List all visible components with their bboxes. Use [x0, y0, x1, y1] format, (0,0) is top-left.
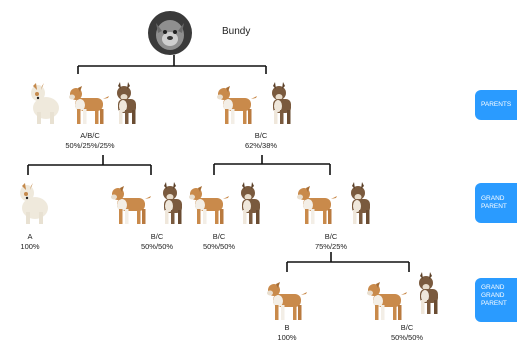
node-label-types: A/B/C — [80, 131, 100, 140]
dog-a-icon — [20, 183, 48, 224]
dog-c-icon — [419, 272, 438, 314]
dog-c-icon — [117, 82, 136, 124]
node-gp-4: B/C 75%/25% — [296, 232, 366, 252]
node-label-types: B/C — [212, 232, 226, 241]
dog-c-icon — [272, 82, 291, 124]
dog-b-icon — [297, 186, 337, 224]
bundy-photo — [148, 11, 192, 55]
node-label-percent: 50%/50% — [202, 242, 236, 251]
node-ggp-2: B/C 50%/50% — [372, 323, 442, 343]
node-parent-left: A/B/C 50%/25%/25% — [50, 131, 130, 151]
great-grandparent-button[interactable]: GRAND GRAND PARENT — [475, 278, 517, 322]
node-ggp-1: B 100% — [262, 323, 312, 343]
node-label-percent: 50%/50% — [140, 242, 174, 251]
node-parent-right: B/C 62%/38% — [226, 131, 296, 151]
node-label-percent: 50%/50% — [390, 333, 424, 342]
grandparent-button[interactable]: GRAND PARENT — [475, 183, 517, 223]
node-label-percent: 100% — [277, 333, 297, 342]
great-grandparent-button-label-2: GRAND — [481, 292, 505, 299]
great-grandparent-button-label-3: PARENT — [481, 300, 507, 307]
grandparent-button-label-2: PARENT — [481, 203, 507, 210]
dog-b-icon — [267, 282, 307, 320]
dog-b-icon — [367, 282, 407, 320]
dog-b-icon — [217, 86, 257, 124]
grandparent-button-label-1: GRAND — [481, 195, 505, 202]
node-label-types: B/C — [150, 232, 164, 241]
node-label-percent: 75%/25% — [314, 242, 348, 251]
dog-b-icon — [69, 86, 109, 124]
node-label-types: A — [27, 232, 33, 241]
dog-b-icon — [189, 186, 229, 224]
node-label-types: B/C — [400, 323, 414, 332]
node-label-percent: 62%/38% — [244, 141, 278, 150]
node-label-percent: 50%/25%/25% — [65, 141, 115, 150]
node-label-types: B/C — [324, 232, 338, 241]
dog-a-icon — [31, 83, 59, 124]
node-gp-1: A 100% — [5, 232, 55, 252]
parents-button-label: PARENTS — [481, 101, 512, 108]
node-gp-3: B/C 50%/50% — [184, 232, 254, 252]
node-gp-2: B/C 50%/50% — [122, 232, 192, 252]
dog-b-icon — [111, 186, 151, 224]
parents-button[interactable]: PARENTS — [475, 90, 517, 120]
great-grandparent-button-label-1: GRAND — [481, 284, 505, 291]
node-label-types: B — [284, 323, 290, 332]
node-label-percent: 100% — [20, 242, 40, 251]
node-label-types: B/C — [254, 131, 268, 140]
root-name: Bundy — [222, 26, 251, 37]
dog-c-icon — [351, 182, 370, 224]
dog-c-icon — [241, 182, 260, 224]
